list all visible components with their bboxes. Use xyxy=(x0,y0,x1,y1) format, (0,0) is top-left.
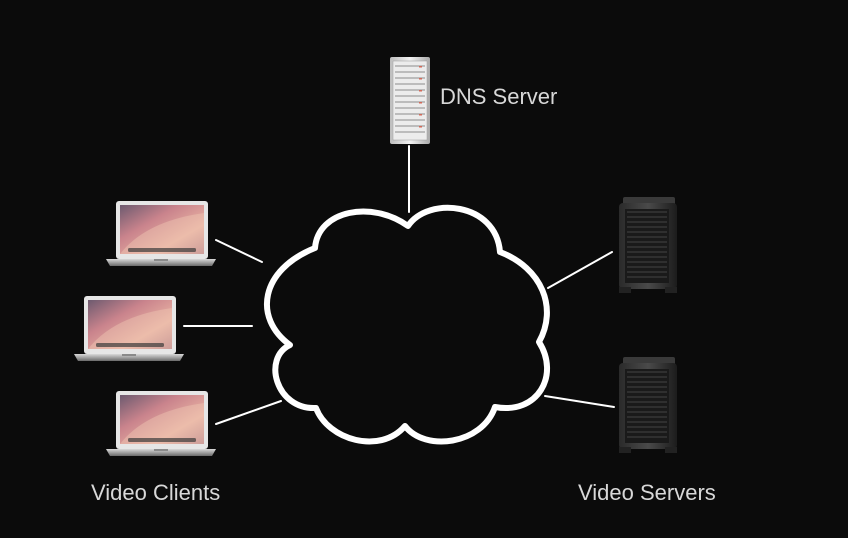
dns-server-label: DNS Server xyxy=(440,84,557,109)
server-1-connector-line xyxy=(547,251,613,289)
tower-server-icon xyxy=(619,197,677,293)
video-servers-label: Video Servers xyxy=(578,480,716,505)
laptop-icon xyxy=(74,296,184,361)
connectors xyxy=(183,145,615,425)
laptop-icon xyxy=(106,391,216,456)
tower-server-icon xyxy=(619,357,677,453)
laptop-icon xyxy=(106,201,216,266)
cloud-icon xyxy=(264,204,551,445)
client-3-connector-line xyxy=(215,400,282,425)
client-1-connector-line xyxy=(215,239,263,263)
server-2-connector-line xyxy=(544,395,615,408)
rack-server-icon xyxy=(390,57,430,144)
video-clients-label: Video Clients xyxy=(91,480,220,505)
